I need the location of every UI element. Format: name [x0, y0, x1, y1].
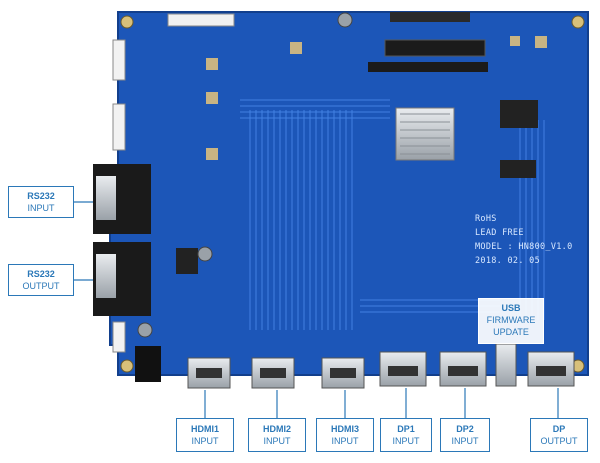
callout-title: HDMI3 — [330, 424, 359, 434]
silkscreen-lead-free: LEAD FREE — [475, 228, 524, 238]
callout-subtitle-2: UPDATE — [493, 327, 529, 337]
callout-subtitle: INPUT — [392, 436, 420, 446]
lvds-connector-2 — [368, 62, 488, 72]
dp1-port — [379, 351, 427, 387]
small-components — [206, 36, 547, 160]
ic-chip-2 — [500, 160, 536, 178]
side-connector — [112, 39, 126, 81]
side-connector-2 — [112, 103, 126, 151]
trace-lines — [240, 99, 545, 330]
top-connector — [167, 13, 235, 27]
callout-subtitle: INPUT — [191, 436, 219, 446]
callout-dp1-input: DP1 INPUT — [380, 418, 432, 452]
callout-rs232-input: RS232 INPUT — [8, 186, 74, 218]
callout-subtitle: OUTPUT — [540, 436, 578, 446]
hdmi1-port — [187, 357, 231, 389]
callout-subtitle: INPUT — [27, 203, 55, 213]
rs232-output-connector — [93, 242, 151, 316]
callout-title: USB — [501, 303, 521, 313]
callout-title: HDMI1 — [190, 424, 219, 434]
callout-lines — [74, 201, 559, 418]
lvds-connector — [384, 39, 486, 57]
callout-subtitle: FIRMWARE — [486, 315, 536, 325]
callout-usb-firmware-update: USB FIRMWARE UPDATE — [478, 298, 544, 344]
side-connector-3 — [112, 321, 126, 353]
silkscreen-date: 2018. 02. 05 — [475, 256, 541, 266]
power-jack — [135, 346, 161, 382]
callout-title: DP2 — [456, 424, 474, 434]
callout-title: RS232 — [27, 269, 55, 279]
callout-hdmi2-input: HDMI2 INPUT — [248, 418, 306, 452]
callout-title: DP1 — [397, 424, 415, 434]
callout-title: HDMI2 — [262, 424, 291, 434]
callout-hdmi1-input: HDMI1 INPUT — [176, 418, 234, 452]
callout-title: RS232 — [27, 191, 55, 201]
callout-subtitle: INPUT — [263, 436, 291, 446]
callout-title: DP — [552, 424, 566, 434]
callout-dp-output: DP OUTPUT — [530, 418, 588, 452]
dp2-port — [439, 351, 487, 387]
capacitor-2 — [197, 246, 213, 262]
silkscreen-rohs: RoHS — [475, 214, 497, 224]
hdmi3-port — [321, 357, 365, 389]
capacitor — [337, 12, 353, 28]
rs232-input-connector — [93, 164, 151, 234]
hdmi2-port — [251, 357, 295, 389]
usb-port — [495, 343, 517, 387]
callout-dp2-input: DP2 INPUT — [440, 418, 490, 452]
heatsink — [395, 107, 455, 161]
fpc-connector — [390, 12, 470, 22]
callout-subtitle: INPUT — [331, 436, 359, 446]
callout-hdmi3-input: HDMI3 INPUT — [316, 418, 374, 452]
callout-subtitle: INPUT — [451, 436, 479, 446]
dp-output-port — [527, 351, 575, 387]
capacitor-3 — [137, 322, 153, 338]
callout-subtitle: OUTPUT — [22, 281, 60, 291]
ic-chip-3 — [176, 248, 198, 274]
callout-rs232-output: RS232 OUTPUT — [8, 264, 74, 296]
silkscreen-model: MODEL : HN800_V1.0 — [475, 242, 573, 252]
ic-chip — [500, 100, 538, 128]
